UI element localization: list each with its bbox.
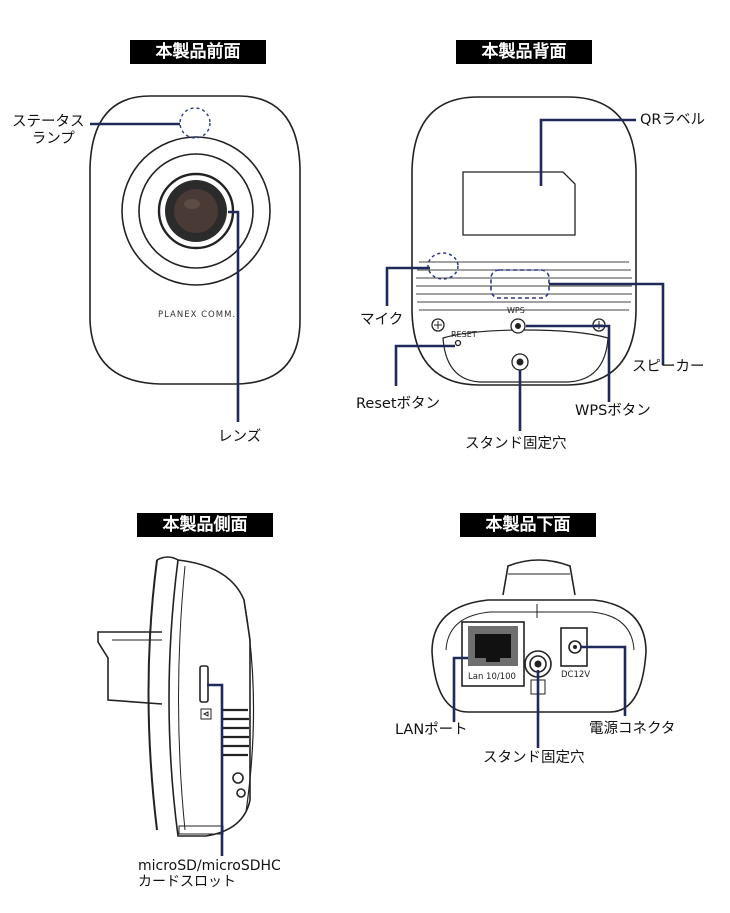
mic-marker bbox=[427, 252, 459, 280]
label-sd-slot: microSD/microSDHC カードスロット bbox=[138, 858, 281, 890]
printed-lan: Lan 10/100 bbox=[468, 672, 516, 682]
lan-jack bbox=[475, 634, 511, 662]
side-body bbox=[168, 559, 251, 837]
lan-port-recess bbox=[461, 621, 525, 687]
reset-hole bbox=[454, 339, 462, 347]
back-body bbox=[411, 96, 637, 386]
label-reset-button: Resetボタン bbox=[356, 396, 441, 412]
side-vent-ribs bbox=[222, 708, 249, 757]
side-back-face bbox=[243, 599, 255, 813]
lens-outer-ring bbox=[121, 136, 271, 286]
printed-dc: DC12V bbox=[561, 670, 591, 680]
side-front-shell bbox=[147, 559, 158, 831]
label-qr: QRラベル bbox=[640, 112, 705, 128]
lens-inner bbox=[174, 189, 218, 233]
label-sd-slot-line1: microSD/microSDHC bbox=[138, 858, 281, 874]
label-stand-hole-back: スタンド固定穴 bbox=[465, 436, 567, 452]
side-hole-2 bbox=[236, 788, 246, 798]
side-stand-arm bbox=[97, 631, 163, 705]
status-lamp-marker bbox=[179, 107, 211, 139]
label-lan-port: LANポート bbox=[395, 722, 468, 738]
label-status-lamp: ステータス ランプ bbox=[12, 114, 85, 148]
callout-mic bbox=[385, 266, 430, 306]
title-back: 本製品背面 bbox=[456, 40, 592, 64]
callout-speaker bbox=[549, 282, 665, 365]
bottom-dome bbox=[502, 559, 576, 596]
lens-middle-ring bbox=[138, 153, 254, 269]
title-bottom: 本製品下面 bbox=[460, 513, 596, 537]
speaker-marker bbox=[490, 269, 550, 299]
label-wps-button: WPSボタン bbox=[575, 403, 651, 419]
title-front: 本製品前面 bbox=[130, 40, 266, 64]
callout-sd-slot bbox=[207, 683, 224, 856]
label-stand-hole-bottom: スタンド固定穴 bbox=[483, 750, 585, 766]
label-lens: レンズ bbox=[218, 429, 262, 445]
callout-lan bbox=[452, 656, 468, 722]
callout-qr bbox=[539, 118, 636, 186]
callout-power bbox=[581, 645, 627, 716]
printed-wps: WPS bbox=[507, 306, 525, 315]
side-hole-1 bbox=[232, 772, 244, 784]
label-mic: マイク bbox=[360, 312, 404, 328]
label-status-lamp-line1: ステータス bbox=[12, 114, 85, 130]
printed-reset: RESET bbox=[451, 330, 477, 339]
sd-mark bbox=[200, 708, 212, 720]
callout-wps bbox=[526, 324, 611, 402]
label-status-lamp-line2: ランプ bbox=[31, 131, 75, 147]
label-speaker: スピーカー bbox=[632, 359, 705, 375]
callout-lens bbox=[228, 210, 240, 422]
brand-text: PLANEX COMM. bbox=[158, 310, 237, 320]
qr-label-panel bbox=[462, 171, 576, 236]
label-power-connector: 電源コネクタ bbox=[589, 721, 676, 737]
label-sd-slot-line2: カードスロット bbox=[138, 874, 236, 890]
callout-reset bbox=[394, 344, 455, 386]
title-side: 本製品側面 bbox=[137, 513, 273, 537]
